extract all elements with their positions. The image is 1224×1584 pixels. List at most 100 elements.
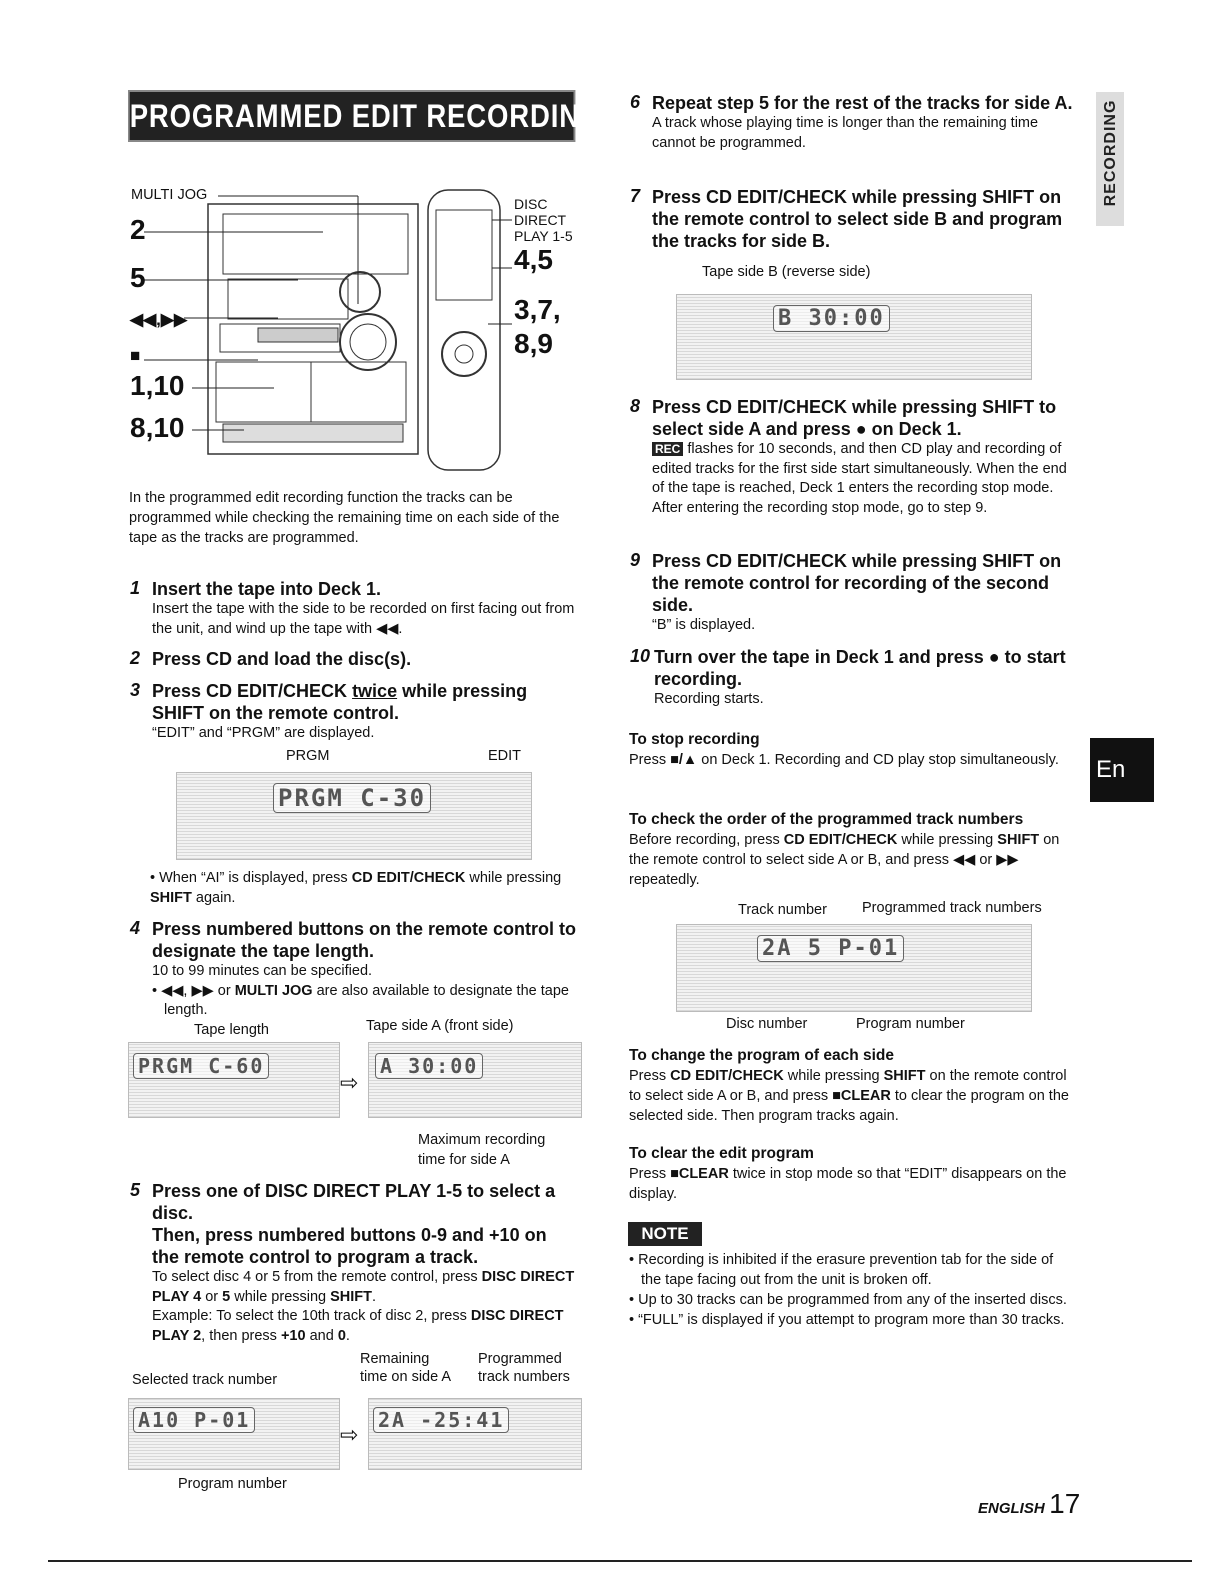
- step-bullet: • ◀◀, ▶▶ or MULTI JOG are also available…: [152, 982, 578, 1021]
- callout-8-10: 8,10: [130, 412, 185, 443]
- body-bold: DISC DIRECT PLAY 2: [152, 1308, 564, 1344]
- section-body: Press CD EDIT/CHECK while pressing SHIFT…: [629, 1066, 1077, 1126]
- bullet-bold: SHIFT: [150, 890, 192, 906]
- rec-indicator: REC: [652, 442, 684, 456]
- label-line: Programmed: [478, 1351, 562, 1367]
- track-number-label: Track number: [738, 902, 827, 918]
- disc-direct-label: DISC DIRECT PLAY 1-5: [514, 196, 573, 244]
- step-number: 3: [130, 680, 141, 700]
- step-heading: Press one of DISC DIRECT PLAY 1-5 to sel…: [152, 1181, 556, 1223]
- body-bold: SHIFT: [330, 1288, 373, 1305]
- bullet-text: • ◀◀, ▶▶ or: [152, 982, 235, 999]
- tape-side-b-label: Tape side B (reverse side): [702, 264, 871, 280]
- body-bold: CD EDIT/CHECK: [670, 1068, 784, 1084]
- callout-3-7: 3,7,: [514, 294, 561, 325]
- change-program-section: To change the program of each side Press…: [629, 1046, 1077, 1126]
- step-4: 4 Press numbered buttons on the remote c…: [130, 918, 578, 1021]
- label-line: Remaining: [360, 1351, 430, 1367]
- body-text: Press: [629, 1166, 671, 1182]
- arrow-icon: ⇨: [340, 1422, 359, 1447]
- lcd-display-step4-a: PRGM C-60: [128, 1042, 340, 1118]
- lcd-display-step4-b: A 30:00: [368, 1042, 582, 1118]
- intro-paragraph: In the programmed edit recording functio…: [129, 490, 560, 546]
- note-list: • Recording is inhibited if the erasure …: [629, 1250, 1077, 1330]
- body-text: or: [201, 1288, 223, 1305]
- body-bold: ■CLEAR: [670, 1166, 729, 1182]
- label-line: time for side A: [418, 1152, 510, 1168]
- step-body: Insert the tape with the side to be reco…: [152, 601, 575, 637]
- callout-2: 2: [130, 214, 146, 245]
- body-text: Before recording, press: [629, 832, 784, 848]
- tape-side-a-label: Tape side A (front side): [366, 1018, 514, 1034]
- lcd-display-step7: B 30:00: [676, 294, 1032, 380]
- section-body: Press ■CLEAR twice in stop mode so that …: [629, 1164, 1077, 1204]
- lcd-display-step5-b: 2A -25:41: [368, 1398, 582, 1470]
- heading-part: while pressing SHIFT on the remote contr…: [152, 681, 528, 723]
- step-5: 5 Press one of DISC DIRECT PLAY 1-5 to s…: [130, 1180, 578, 1346]
- unit-diagram: [128, 184, 588, 474]
- section-body: Before recording, press CD EDIT/CHECK wh…: [629, 830, 1077, 890]
- unit-remote-illustration: [144, 189, 512, 471]
- body-text: , then press: [201, 1327, 281, 1344]
- bullet-text: • When “AI” is displayed, press: [150, 870, 352, 886]
- footer-rule: [48, 1560, 1192, 1562]
- step-body: Recording starts.: [654, 691, 764, 707]
- body-text: while pressing: [897, 832, 998, 848]
- step-heading-2: Then, press numbered buttons 0-9 and +10…: [152, 1225, 547, 1267]
- section-side-tab: RECORDING: [1096, 92, 1124, 226]
- body-text: Example: To select the 10th track of dis…: [152, 1308, 471, 1324]
- note-badge: NOTE: [628, 1222, 702, 1246]
- bullet-bold: CD EDIT/CHECK: [351, 870, 466, 886]
- bullet-text: are also available to designate the tape…: [164, 982, 569, 1019]
- callout-5: 5: [130, 262, 146, 293]
- step-body: REC flashes for 10 seconds, and then CD …: [652, 440, 1076, 518]
- footer: ENGLISH 17: [978, 1488, 1080, 1520]
- disc-number-label: Disc number: [726, 1016, 808, 1032]
- body-text: on the remote control to select side A o…: [629, 832, 1060, 888]
- step-heading: Turn over the tape in Deck 1 and press ●…: [654, 647, 1066, 689]
- step-heading: Press CD EDIT/CHECK twice while pressing…: [152, 680, 578, 724]
- prgm-label: PRGM: [286, 748, 330, 764]
- step-number: 1: [130, 578, 141, 598]
- stop-recording-section: To stop recording Press ■/▲ on Deck 1. R…: [629, 730, 1077, 770]
- lcd-display-check: 2A 5 P-01: [676, 924, 1032, 1012]
- step-10: 10 Turn over the tape in Deck 1 and pres…: [630, 646, 1076, 710]
- callout-stop: ■: [130, 346, 141, 365]
- step-body: To select disc 4 or 5 from the remote co…: [152, 1268, 578, 1307]
- label-line: Maximum recording: [418, 1132, 546, 1148]
- clear-program-section: To clear the edit program Press ■CLEAR t…: [629, 1144, 1077, 1204]
- body-text: .: [372, 1288, 377, 1305]
- body-text: on Deck 1. Recording and CD play stop si…: [697, 752, 1059, 768]
- multi-jog-label: MULTI JOG: [131, 187, 208, 203]
- section-side-label: RECORDING: [1102, 99, 1119, 207]
- note-item: • Up to 30 tracks can be programmed from…: [629, 1292, 1067, 1308]
- edit-label: EDIT: [488, 748, 522, 764]
- body-text: to clear the program on the selected sid…: [629, 1088, 1069, 1124]
- lcd-segments: B 30:00: [773, 305, 890, 332]
- step-number: 5: [130, 1180, 141, 1200]
- lcd-segments: A 30:00: [375, 1053, 484, 1079]
- step-heading: Press CD EDIT/CHECK while pressing SHIFT…: [652, 187, 1063, 251]
- lcd-segments: 2A 5 P-01: [757, 935, 905, 962]
- selected-track-label: Selected track number: [132, 1372, 278, 1388]
- bullet-text: while pressing: [465, 870, 562, 886]
- step-heading: Press numbered buttons on the remote con…: [152, 919, 577, 961]
- lcd-segments: A10 P-01: [133, 1407, 256, 1433]
- lcd-segments: PRGM C-60: [133, 1053, 270, 1079]
- body-text: and: [305, 1327, 338, 1344]
- step-number: 4: [130, 918, 141, 938]
- step-heading: Press CD EDIT/CHECK while pressing SHIFT…: [652, 551, 1062, 615]
- step-1: 1 Insert the tape into Deck 1. Insert th…: [130, 578, 578, 639]
- lcd-segments: PRGM C-30: [273, 783, 432, 813]
- step-6: 6 Repeat step 5 for the rest of the trac…: [630, 92, 1076, 153]
- step-number: 6: [630, 92, 641, 112]
- body-bold: SHIFT: [883, 1068, 926, 1084]
- section-heading: To clear the edit program: [629, 1145, 814, 1162]
- step-body: “EDIT” and “PRGM” are displayed.: [152, 725, 375, 741]
- lcd-display-step3: PRGM C-30: [176, 772, 532, 860]
- step-8: 8 Press CD EDIT/CHECK while pressing SHI…: [630, 396, 1076, 518]
- body-text: To select disc 4 or 5 from the remote co…: [152, 1269, 482, 1285]
- body-text: .: [345, 1327, 350, 1344]
